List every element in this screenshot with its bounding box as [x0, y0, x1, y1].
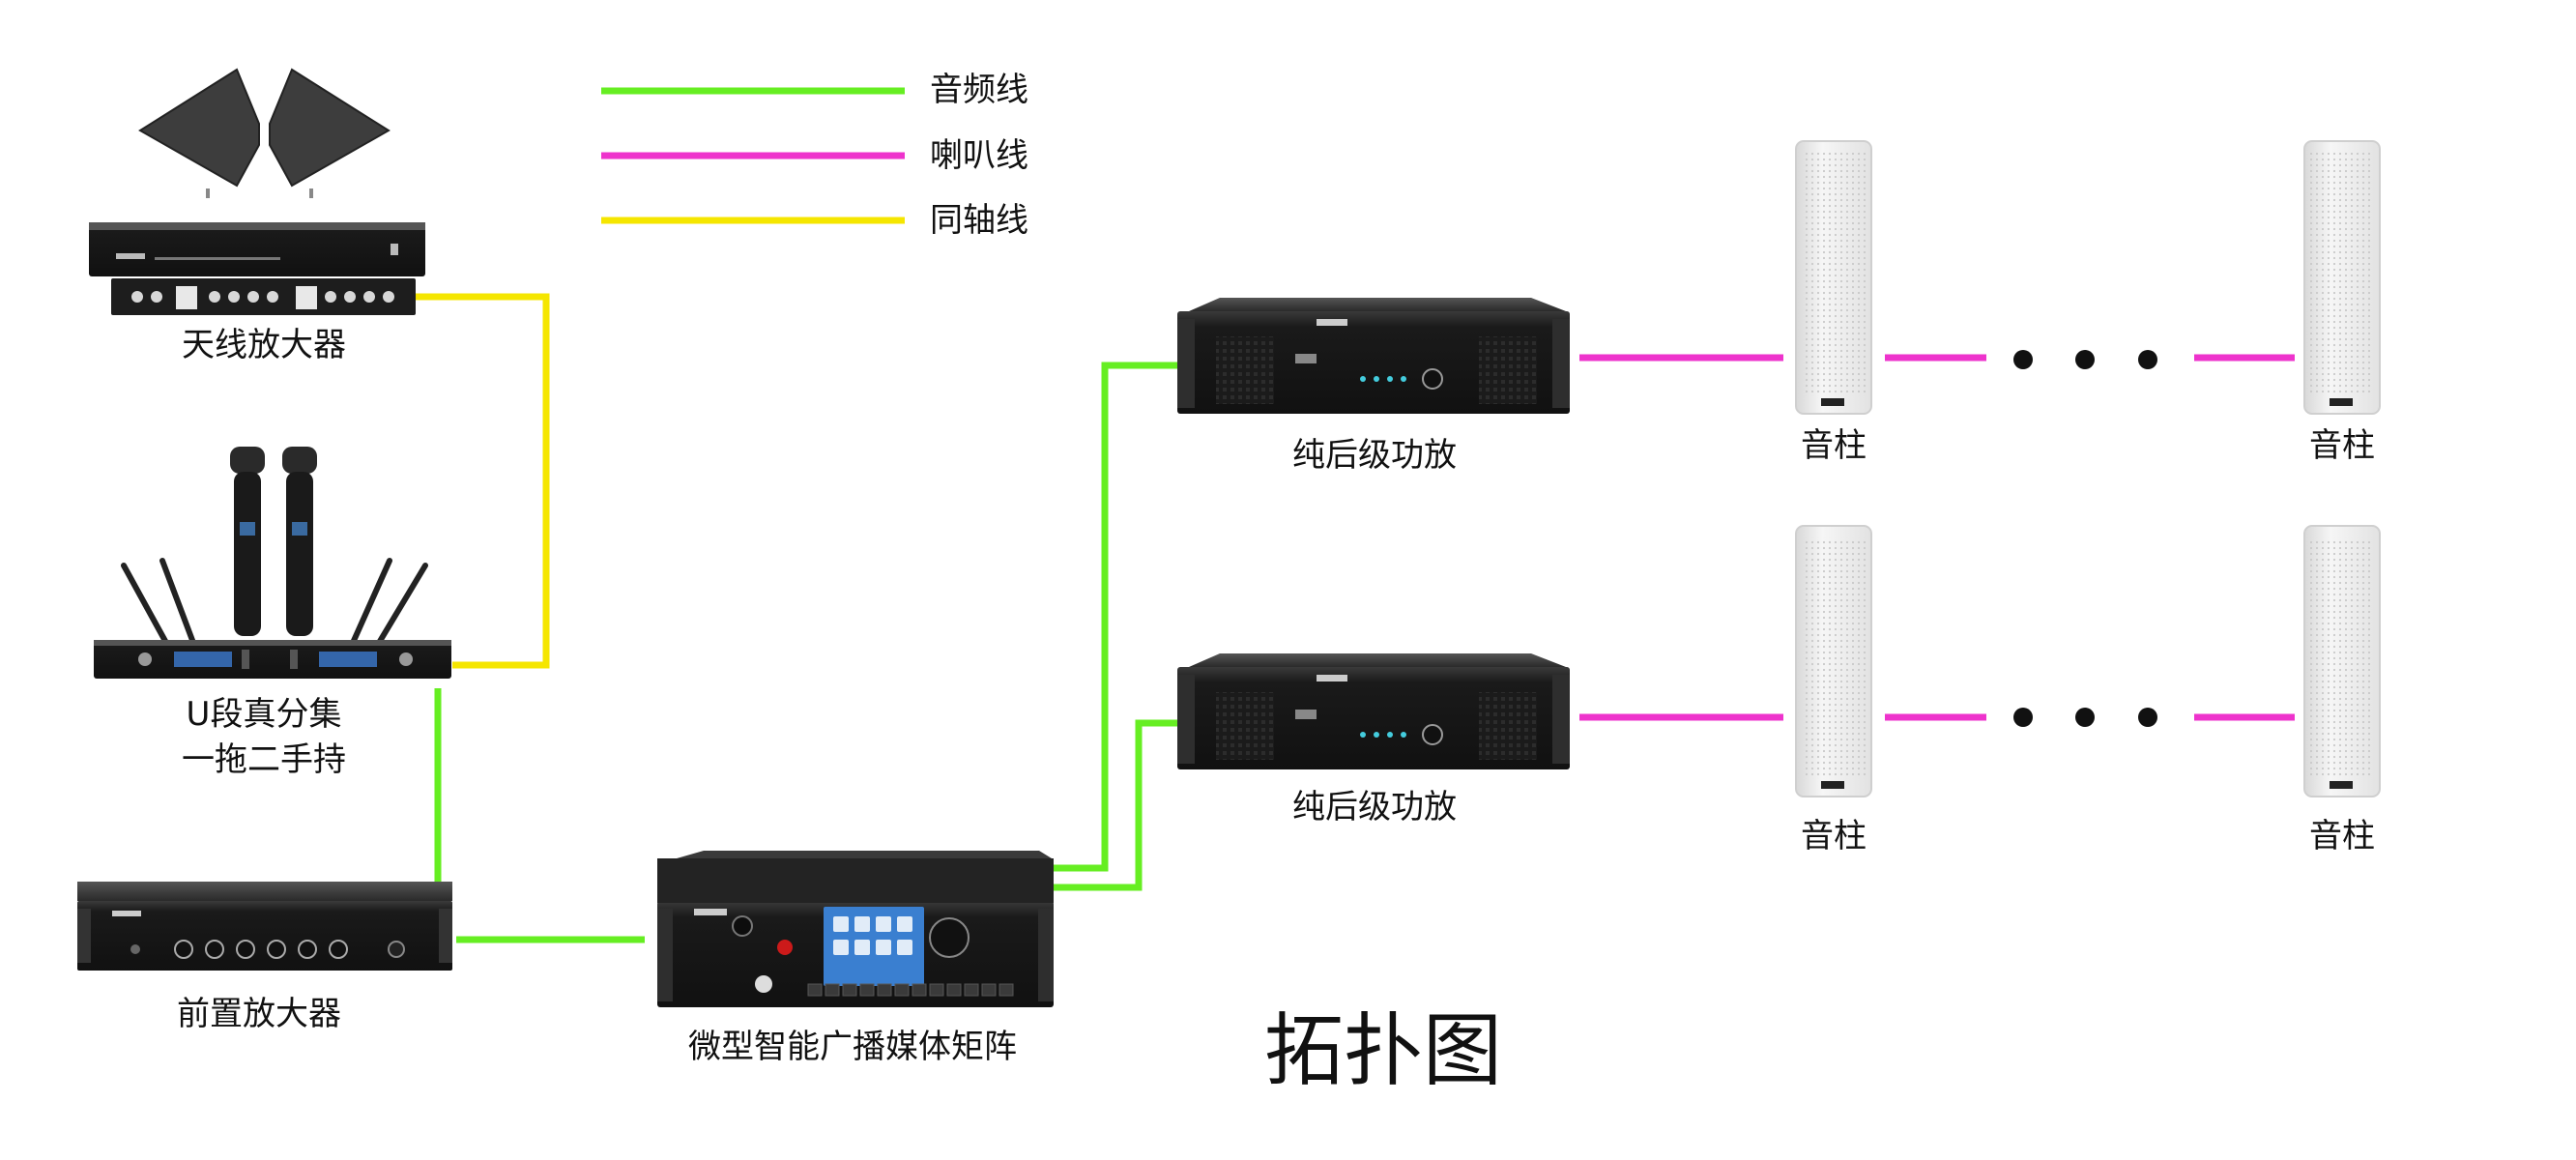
- paddle-antenna-right-icon: [269, 68, 391, 198]
- legend: [601, 87, 905, 224]
- coax-cables: [416, 293, 550, 669]
- touchscreen-icon: [824, 907, 924, 986]
- power-amplifier-top-icon: [1177, 298, 1570, 414]
- column-speaker-3-label: 音柱: [1801, 817, 1867, 856]
- ellipsis-bottom: [2013, 708, 2157, 727]
- column-speaker-4-icon: [2303, 525, 2381, 798]
- power-amplifier-bottom-label: 纯后级功放: [1292, 788, 1457, 826]
- antenna-amplifier-label: 天线放大器: [182, 326, 346, 364]
- audio-line-matrix-to-amp-top: [1023, 362, 1179, 872]
- legend-label-coax: 同轴线: [930, 201, 1028, 240]
- wireless-mic-label-line1: U段真分集: [186, 695, 342, 734]
- speaker-cables: [1579, 354, 2295, 721]
- audio-line-matrix-to-amp-bottom: [1028, 719, 1179, 891]
- audio-cables: [434, 362, 1179, 943]
- column-speaker-2-icon: [2303, 140, 2381, 415]
- antenna-amplifier-icon: [89, 68, 425, 315]
- media-matrix-icon: [657, 851, 1054, 1007]
- diagram-title: 拓扑图: [1264, 1005, 1503, 1097]
- wireless-mic-label-line2: 一拖二手持: [182, 740, 346, 779]
- column-speaker-2-label: 音柱: [2309, 426, 2375, 465]
- microphone-right-icon: [282, 447, 317, 636]
- power-amplifier-top-label: 纯后级功放: [1292, 436, 1457, 475]
- column-speaker-3-icon: [1795, 525, 1872, 798]
- power-amplifier-bottom-icon: [1177, 653, 1570, 769]
- microphone-left-icon: [230, 447, 265, 636]
- legend-label-audio: 音频线: [930, 71, 1028, 109]
- column-speaker-1-icon: [1795, 140, 1872, 415]
- preamplifier-label: 前置放大器: [177, 995, 341, 1033]
- paddle-antenna-left-icon: [138, 68, 260, 198]
- coax-line-antenna: [416, 293, 550, 669]
- ellipsis-top: [2013, 350, 2157, 369]
- column-speaker-1-label: 音柱: [1801, 426, 1867, 465]
- media-matrix-label: 微型智能广播媒体矩阵: [688, 1028, 1017, 1066]
- legend-label-speaker: 喇叭线: [930, 136, 1028, 175]
- preamplifier-icon: [77, 882, 452, 971]
- wireless-microphone-icon: [94, 447, 451, 679]
- column-speaker-4-label: 音柱: [2309, 817, 2375, 856]
